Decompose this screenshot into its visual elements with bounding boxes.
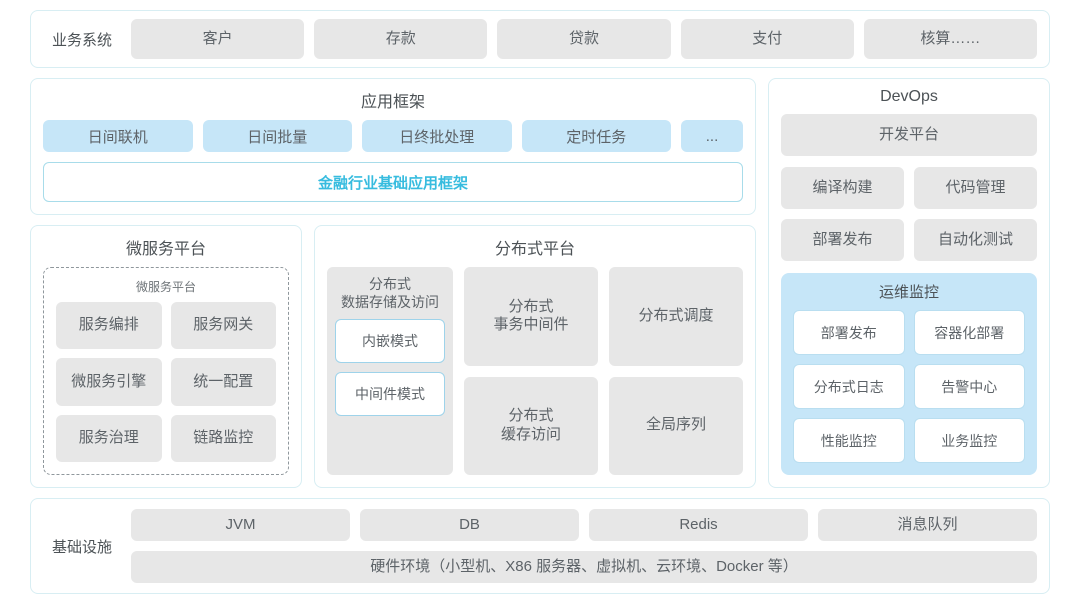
dist-cache-line2: 缓存访问 — [500, 425, 561, 443]
devops-tile-automated-test[interactable]: 自动化测试 — [914, 219, 1037, 261]
ops-tile-container-deploy[interactable]: 容器化部署 — [913, 310, 1025, 355]
infra-tile-db[interactable]: DB — [360, 509, 579, 541]
ms-tile-unified-config[interactable]: 统一配置 — [170, 358, 276, 406]
dist-storage-label-line2: 数据存储及访问 — [341, 294, 439, 311]
devops-tiles: 编译构建 代码管理 部署发布 自动化测试 — [781, 167, 1037, 261]
devops-panel: DevOps 开发平台 编译构建 代码管理 部署发布 自动化测试 运维监控 部署… — [768, 78, 1050, 488]
business-tile-accounting[interactable]: 核算…… — [863, 19, 1038, 59]
ms-tile-service-gateway[interactable]: 服务网关 — [170, 302, 276, 350]
ops-tile-performance-monitoring[interactable]: 性能监控 — [793, 418, 905, 463]
middle-left-column: 应用框架 日间联机 日间批量 日终批处理 定时任务 ... 金融行业基础应用框架… — [30, 78, 756, 488]
distributed-platform-title: 分布式平台 — [494, 241, 575, 258]
microservice-platform-title: 微服务平台 — [125, 241, 206, 258]
ops-tile-alert-center[interactable]: 告警中心 — [913, 364, 1025, 409]
application-framework-title: 应用框架 — [360, 94, 425, 111]
business-tile-payment[interactable]: 支付 — [680, 19, 854, 59]
infra-tile-jvm[interactable]: JVM — [131, 509, 350, 541]
dist-txn-label: 分布式 事务中间件 — [493, 298, 568, 336]
devops-title: DevOps — [880, 88, 938, 105]
devops-column: DevOps 开发平台 编译构建 代码管理 部署发布 自动化测试 运维监控 部署… — [768, 78, 1050, 488]
middle-area: 应用框架 日间联机 日间批量 日终批处理 定时任务 ... 金融行业基础应用框架… — [30, 78, 1050, 488]
distributed-platform-panel: 分布式平台 分布式 数据存储及访问 内嵌模式 中间件模式 — [314, 225, 756, 488]
appfw-tile-more[interactable]: ... — [681, 120, 743, 152]
microservice-platform-panel: 微服务平台 微服务平台 服务编排 服务网关 微服务引擎 统一配置 服务治理 链路… — [30, 225, 302, 488]
business-tile-loan[interactable]: 贷款 — [497, 19, 671, 59]
dist-cache-line1: 分布式 — [508, 407, 554, 424]
microservice-inner-box: 微服务平台 服务编排 服务网关 微服务引擎 统一配置 服务治理 链路监控 — [43, 267, 289, 475]
business-tile-customer[interactable]: 客户 — [131, 19, 305, 59]
appfw-tile-daytime-batch[interactable]: 日间批量 — [202, 120, 352, 152]
devops-tile-dev-platform[interactable]: 开发平台 — [781, 114, 1037, 156]
distributed-column-two: 分布式 事务中间件 分布式 缓存访问 — [464, 267, 598, 475]
dist-txn-line2: 事务中间件 — [493, 316, 569, 334]
microservice-inner-label: 微服务平台 — [135, 280, 196, 294]
distributed-body: 分布式 数据存储及访问 内嵌模式 中间件模式 分布式 — [327, 267, 743, 475]
appfw-tile-scheduled-task[interactable]: 定时任务 — [521, 120, 671, 152]
dist-txn-line1: 分布式 — [508, 297, 554, 315]
infrastructure-label: 基础设施 — [51, 538, 112, 556]
microservice-tiles: 服务编排 服务网关 微服务引擎 统一配置 服务治理 链路监控 — [56, 302, 276, 462]
ops-monitoring-title: 运维监控 — [878, 284, 939, 301]
devops-tile-compile-build[interactable]: 编译构建 — [781, 167, 904, 209]
dist-tile-transaction-middleware[interactable]: 分布式 事务中间件 — [464, 267, 598, 366]
dist-tile-scheduling[interactable]: 分布式调度 — [609, 267, 743, 366]
ms-tile-service-governance[interactable]: 服务治理 — [56, 414, 162, 462]
ops-monitoring-tiles: 部署发布 容器化部署 分布式日志 告警中心 性能监控 业务监控 — [793, 310, 1025, 463]
distributed-storage-column: 分布式 数据存储及访问 内嵌模式 中间件模式 — [327, 267, 453, 475]
ops-tile-deploy-release[interactable]: 部署发布 — [793, 310, 905, 355]
devops-tile-code-management[interactable]: 代码管理 — [914, 167, 1037, 209]
ops-tile-business-monitoring[interactable]: 业务监控 — [913, 418, 1025, 463]
platforms-row: 微服务平台 微服务平台 服务编排 服务网关 微服务引擎 统一配置 服务治理 链路… — [30, 225, 756, 488]
dist-storage-label: 分布式 数据存储及访问 — [335, 275, 445, 319]
dist-tile-cache-access[interactable]: 分布式 缓存访问 — [464, 376, 598, 475]
application-framework-panel: 应用框架 日间联机 日间批量 日终批处理 定时任务 ... 金融行业基础应用框架 — [30, 78, 756, 215]
infrastructure-tiles: JVM DB Redis 消息队列 — [131, 509, 1037, 541]
infra-tile-hardware-environment[interactable]: 硬件环境（小型机、X86 服务器、虚拟机、云环境、Docker 等） — [131, 551, 1037, 583]
appfw-tile-eod-batch[interactable]: 日终批处理 — [362, 120, 512, 152]
infra-tile-redis[interactable]: Redis — [589, 509, 808, 541]
infrastructure-panel: 基础设施 JVM DB Redis 消息队列 硬件环境（小型机、X86 服务器、… — [30, 498, 1050, 594]
dist-cache-label: 分布式 缓存访问 — [501, 407, 561, 445]
devops-tile-deploy-release[interactable]: 部署发布 — [781, 219, 904, 261]
infrastructure-hardware-row: 硬件环境（小型机、X86 服务器、虚拟机、云环境、Docker 等） — [131, 551, 1037, 583]
dist-tile-global-sequence[interactable]: 全局序列 — [609, 376, 743, 475]
dist-tile-data-storage-access[interactable]: 分布式 数据存储及访问 内嵌模式 中间件模式 — [327, 267, 453, 475]
business-systems-label: 业务系统 — [51, 31, 112, 49]
dist-mode-middleware[interactable]: 中间件模式 — [335, 372, 445, 417]
infrastructure-content: JVM DB Redis 消息队列 硬件环境（小型机、X86 服务器、虚拟机、云… — [131, 509, 1037, 583]
distributed-column-three: 分布式调度 全局序列 — [609, 267, 743, 475]
ms-tile-trace-monitoring[interactable]: 链路监控 — [170, 414, 276, 462]
ops-tile-distributed-log[interactable]: 分布式日志 — [793, 364, 905, 409]
business-systems-panel: 业务系统 客户 存款 贷款 支付 核算…… — [30, 10, 1050, 68]
dist-storage-label-line1: 分布式 — [369, 276, 411, 292]
dist-mode-embedded[interactable]: 内嵌模式 — [335, 319, 445, 364]
ms-tile-service-orchestration[interactable]: 服务编排 — [56, 302, 162, 350]
ms-tile-microservice-engine[interactable]: 微服务引擎 — [56, 358, 162, 406]
business-tile-deposit[interactable]: 存款 — [314, 19, 488, 59]
ops-monitoring-panel: 运维监控 部署发布 容器化部署 分布式日志 告警中心 性能监控 业务监控 — [781, 273, 1037, 475]
finance-base-framework-bar[interactable]: 金融行业基础应用框架 — [43, 162, 743, 202]
infra-tile-message-queue[interactable]: 消息队列 — [818, 509, 1037, 541]
appfw-tile-daytime-online[interactable]: 日间联机 — [43, 120, 193, 152]
application-framework-tiles: 日间联机 日间批量 日终批处理 定时任务 ... — [43, 120, 743, 152]
